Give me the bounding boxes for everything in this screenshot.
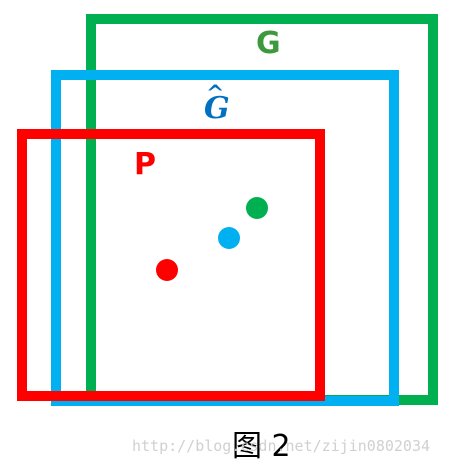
label-g: G [256, 26, 281, 61]
figure-caption: 图 2 [232, 429, 291, 464]
label-g-hat-accent: ^ [206, 81, 224, 107]
proposal-center-dot [156, 259, 178, 281]
regressed-center-dot [218, 227, 240, 249]
label-g-hat: G [204, 91, 230, 126]
label-p: P [134, 147, 156, 182]
watermark: http://blog.csdn.net/zijin0802034 [132, 437, 430, 455]
proposal-box-p [17, 129, 325, 401]
ground-truth-center-dot [246, 197, 268, 219]
